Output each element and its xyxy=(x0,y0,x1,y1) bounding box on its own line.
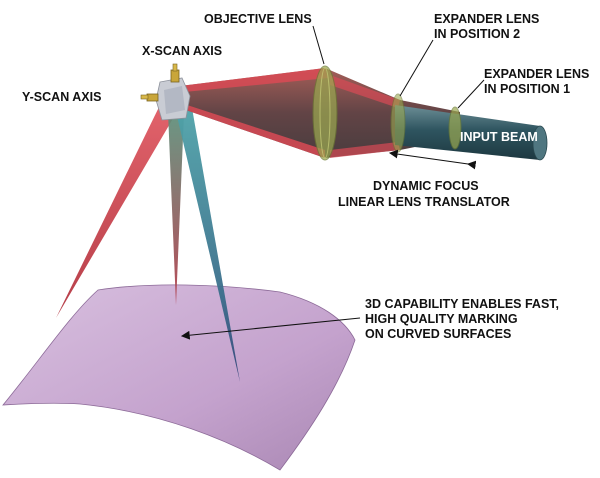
dynamic-focus-label-line1: DYNAMIC FOCUS xyxy=(373,179,479,193)
curved-surface xyxy=(2,284,356,471)
input-beam-cylinder xyxy=(395,105,540,160)
input-beam-end-cap xyxy=(532,125,548,161)
objective-lens-leader xyxy=(312,25,325,65)
x-scan-galvo-shaft xyxy=(172,63,178,72)
dynamic-focus-label-line2: LINEAR LENS TRANSLATOR xyxy=(338,195,510,209)
capability-label-line1: 3D CAPABILITY ENABLES FAST, xyxy=(365,297,559,311)
expander-pos1-label-line1: EXPANDER LENS xyxy=(484,67,589,81)
dynamic-focus-arrow xyxy=(388,149,477,170)
expander-pos2-label-line1: EXPANDER LENS xyxy=(434,12,539,26)
scan-mirror-face xyxy=(164,86,185,114)
objective-lens-rim xyxy=(319,67,331,159)
capability-label-line2: HIGH QUALITY MARKING xyxy=(365,312,518,326)
expander-pos1-label-line2: IN POSITION 1 xyxy=(484,82,570,96)
y-scan-galvo xyxy=(146,93,159,102)
expander-lens-position-2 xyxy=(390,93,406,153)
beam-cone-red-edge-bottom xyxy=(180,104,325,158)
y-scan-axis-label: Y-SCAN AXIS xyxy=(22,90,101,104)
y-scan-galvo-shaft xyxy=(140,94,149,100)
x-scan-galvo xyxy=(170,69,180,83)
input-beam-label: INPUT BEAM xyxy=(460,130,538,144)
output-beam-right xyxy=(176,108,240,382)
x-scan-axis-label: X-SCAN AXIS xyxy=(142,44,222,58)
expander-pos2-leader xyxy=(399,39,434,97)
output-beam-middle xyxy=(168,112,184,305)
beam-cone-red-edge-mid xyxy=(330,75,400,108)
beam-cone-red-edge-top xyxy=(180,68,328,92)
capability-arrow xyxy=(180,317,361,340)
expander-pos2-label-line2: IN POSITION 2 xyxy=(434,27,520,41)
beam-cone-red-edge-low xyxy=(330,142,400,158)
expander-lens-position-1 xyxy=(448,106,462,150)
expander-pos1-leader xyxy=(457,79,485,109)
objective-lens-label: OBJECTIVE LENS xyxy=(204,12,312,26)
objective-lens xyxy=(312,65,338,161)
capability-label-line3: ON CURVED SURFACES xyxy=(365,327,511,341)
output-beam-left xyxy=(56,105,178,318)
